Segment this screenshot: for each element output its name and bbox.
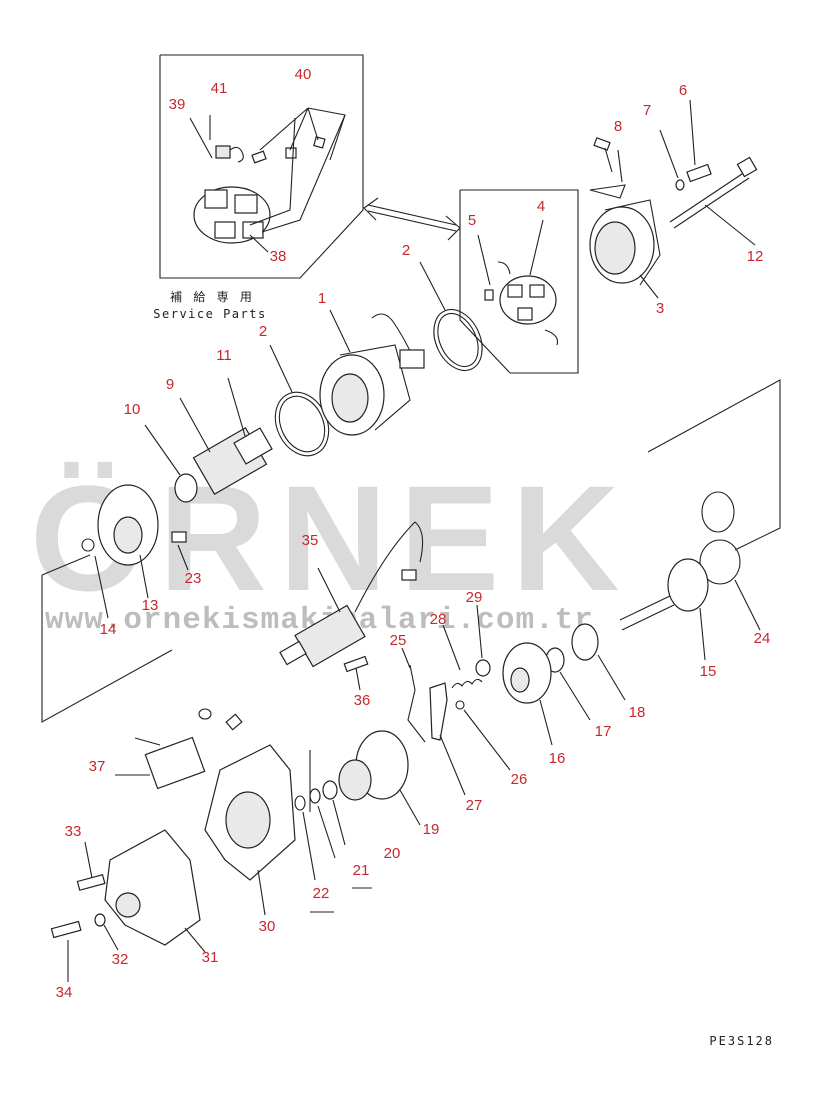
callout-40: 40 <box>295 66 312 83</box>
part-15-16-17-18-24-shaft-assembly <box>502 491 761 746</box>
callout-33: 33 <box>65 823 82 840</box>
part-3-rear-housing <box>589 199 661 299</box>
callout-1: 1 <box>318 290 326 307</box>
callout-21: 21 <box>353 862 370 879</box>
callout-41: 41 <box>211 80 228 97</box>
callout-10: 10 <box>124 401 141 418</box>
inset-label-jp: 補 給 専 用 <box>170 290 254 304</box>
callout-18: 18 <box>629 704 646 721</box>
brush-holder-box <box>459 189 579 374</box>
callout-24: 24 <box>754 630 771 647</box>
callout-23: 23 <box>185 570 202 587</box>
part-9-10-11-armature <box>144 377 273 503</box>
callout-34: 34 <box>56 984 73 1001</box>
callout-39: 39 <box>169 96 186 113</box>
part-19-22-drive-set <box>294 730 421 913</box>
callout-32: 32 <box>112 951 129 968</box>
callout-2-upper: 2 <box>402 242 410 259</box>
reference-arrow <box>363 197 461 241</box>
service-parts-inset: 補 給 専 用 Service Parts <box>153 54 364 321</box>
callout-25: 25 <box>390 632 407 649</box>
part-1-yoke <box>319 309 425 436</box>
part-13-14-23-end-cover <box>81 484 189 619</box>
callout-8: 8 <box>614 118 622 135</box>
part-31-34-front-bracket <box>50 829 206 982</box>
callout-20: 20 <box>384 845 401 862</box>
callout-30: 30 <box>259 918 276 935</box>
part-25-29-lever-set <box>401 604 511 796</box>
callout-31: 31 <box>202 949 219 966</box>
inset-label-en: Service Parts <box>153 307 266 321</box>
callout-28: 28 <box>430 611 447 628</box>
callout-38: 38 <box>270 248 287 265</box>
part-30-37-front-housing <box>115 708 296 916</box>
callout-13: 13 <box>142 597 159 614</box>
callout-19: 19 <box>423 821 440 838</box>
callout-17: 17 <box>595 723 612 740</box>
callout-labels: 1 2 2 3 4 5 6 7 8 9 10 11 12 13 14 15 16… <box>56 66 771 1001</box>
callout-11: 11 <box>216 347 232 364</box>
callout-22: 22 <box>313 885 330 902</box>
callout-2-lower: 2 <box>259 323 267 340</box>
callout-3: 3 <box>656 300 664 317</box>
callout-29: 29 <box>466 589 483 606</box>
callout-35: 35 <box>302 532 319 549</box>
callout-9: 9 <box>166 376 174 393</box>
callout-27: 27 <box>466 797 483 814</box>
callout-15: 15 <box>700 663 717 680</box>
callout-7: 7 <box>643 102 651 119</box>
callout-5: 5 <box>468 212 476 229</box>
callout-26: 26 <box>511 771 528 788</box>
callout-37: 37 <box>89 758 106 775</box>
callout-12: 12 <box>747 248 764 265</box>
part-6-8-12-fasteners <box>589 99 758 246</box>
callout-16: 16 <box>549 750 566 767</box>
part-2-o-rings <box>269 261 483 457</box>
assembly-guide-lines <box>41 379 781 812</box>
callout-6: 6 <box>679 82 687 99</box>
callout-4: 4 <box>537 198 545 215</box>
drawing-code: PE3S128 <box>709 1034 774 1048</box>
callout-36: 36 <box>354 692 371 709</box>
part-35-36-solenoid <box>279 521 424 691</box>
callout-14: 14 <box>100 621 117 638</box>
